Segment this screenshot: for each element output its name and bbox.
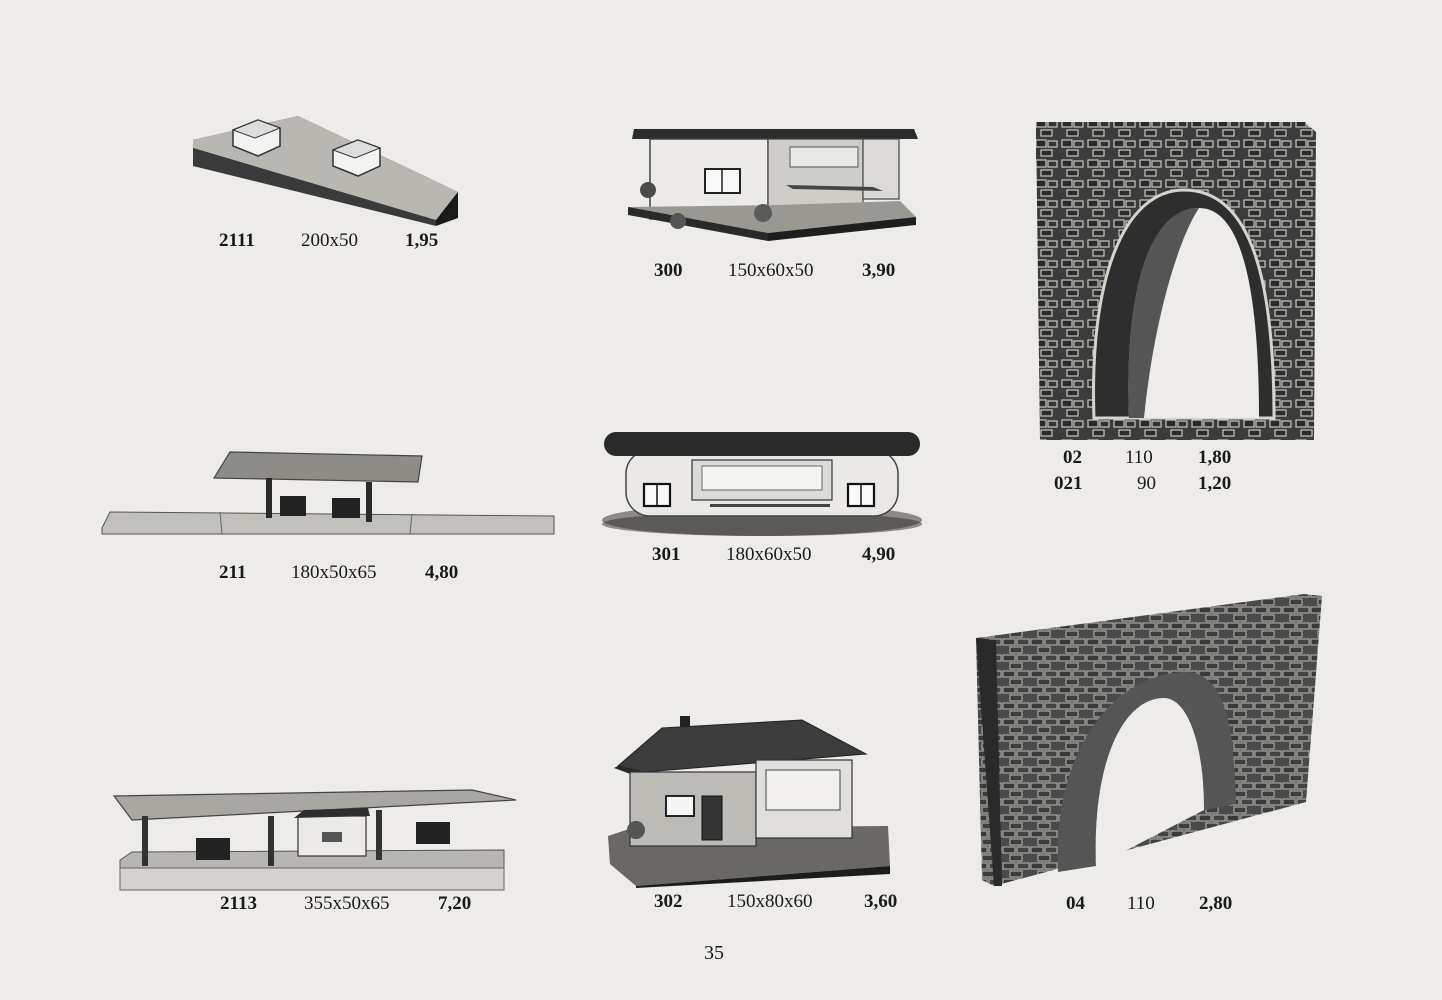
item-dimensions: 90 <box>1137 473 1156 494</box>
item-dimensions: 200x50 <box>301 230 358 251</box>
item-price: 4,90 <box>862 544 896 565</box>
item-dimensions: 150x80x60 <box>727 891 813 912</box>
item-price: 1,95 <box>405 230 439 251</box>
item-dimensions: 110 <box>1125 447 1153 468</box>
item-number: 300 <box>654 260 683 281</box>
covered-platform-illustration <box>101 451 555 535</box>
station-house-illustration <box>608 716 890 888</box>
rounded-shelter-illustration <box>602 432 922 536</box>
item-number: 302 <box>654 891 683 912</box>
platform-with-benches-illustration <box>193 116 458 226</box>
item-dimensions: 355x50x65 <box>304 893 390 914</box>
item-dimensions: 180x60x50 <box>726 544 812 565</box>
item-price: 3,60 <box>864 891 898 912</box>
item-price: 7,20 <box>438 893 472 914</box>
item-dimensions: 110 <box>1127 893 1155 914</box>
item-price: 4,80 <box>425 562 459 583</box>
waiting-shelter-illustration <box>628 129 918 241</box>
long-covered-platform-illustration <box>112 789 517 891</box>
item-number: 04 <box>1066 893 1085 914</box>
item-number: 021 <box>1054 473 1083 494</box>
item-price: 1,20 <box>1198 473 1232 494</box>
page-number: 35 <box>704 942 724 964</box>
tunnel-wall-illustration <box>976 594 1322 886</box>
item-number: 02 <box>1063 447 1082 468</box>
item-number: 211 <box>219 562 247 583</box>
item-price: 2,80 <box>1199 893 1233 914</box>
item-number: 301 <box>652 544 681 565</box>
tunnel-portal-illustration <box>1036 122 1316 440</box>
item-number: 2113 <box>220 893 257 914</box>
item-dimensions: 180x50x65 <box>291 562 377 583</box>
item-price: 3,90 <box>862 260 896 281</box>
item-number: 2111 <box>219 230 255 251</box>
item-price: 1,80 <box>1198 447 1232 468</box>
item-dimensions: 150x60x50 <box>728 260 814 281</box>
